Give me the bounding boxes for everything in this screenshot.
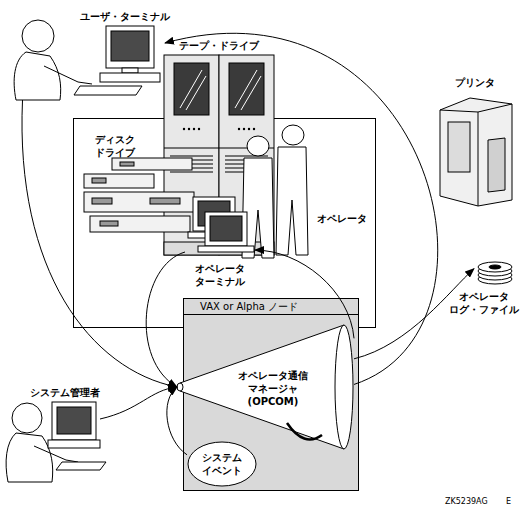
opcom-megaphone: オペレータ通信 マネージャ (OPCOM)	[177, 323, 354, 451]
user-computer	[106, 26, 154, 68]
node-label: VAX or Alpha ノード	[184, 300, 358, 315]
operator-computer	[188, 197, 254, 252]
user-terminal: ユーザ・ターミナル	[15, 5, 165, 100]
operator-node: オペレータ	[238, 122, 373, 260]
operator-person	[282, 125, 304, 145]
tape-drive	[188, 128, 190, 130]
figure-code: ZK5239AG	[445, 497, 488, 507]
manager-person	[12, 403, 42, 433]
disk-drive	[92, 198, 112, 204]
operator-log-file: オペレータ ログ・ファイル	[474, 260, 518, 318]
tape-drive	[183, 128, 255, 130]
log-tape-reel	[478, 262, 512, 272]
user-computer	[111, 31, 149, 61]
system-event-ellipse: システム イベント	[187, 441, 257, 487]
disk-drive-node: ディスク ドライブ	[80, 130, 198, 238]
disk-drive	[112, 158, 192, 170]
disk-drive	[92, 178, 106, 183]
flow-arrow	[100, 387, 177, 419]
ellipse-outline	[188, 442, 256, 486]
manager-computer	[56, 462, 106, 470]
log-tape-reel	[478, 262, 512, 284]
node-label: オペレータ	[312, 212, 372, 225]
node-label: システム イベント	[187, 451, 257, 477]
tape-drive	[248, 128, 250, 130]
flow-arrow	[146, 252, 185, 387]
operator-terminal: オペレータ ターミナル	[185, 195, 255, 290]
user-computer	[74, 26, 160, 95]
manager-computer	[48, 440, 100, 448]
disk-drive	[90, 216, 190, 232]
tape-drive	[193, 128, 195, 130]
manager-computer	[57, 407, 91, 434]
disk-drive	[84, 192, 194, 212]
system-manager: システム管理者	[5, 384, 100, 484]
log-tape-reel	[489, 265, 501, 269]
printer	[440, 98, 512, 206]
flow-arrow	[22, 100, 177, 387]
disk-drive	[84, 174, 154, 188]
printer	[440, 104, 512, 206]
manager-person	[6, 433, 53, 482]
user-computer	[100, 73, 160, 82]
operator-computer	[198, 246, 254, 252]
disk-drive	[120, 162, 134, 166]
megaphone-tip	[177, 383, 183, 391]
ellipse-shape	[187, 441, 257, 487]
user-computer	[74, 86, 142, 95]
user-computer	[122, 68, 138, 73]
printer	[440, 98, 512, 206]
printer-node: プリンタ	[430, 72, 520, 207]
megaphone-mouth	[335, 325, 353, 449]
user-person	[22, 20, 54, 52]
node-label: テープ・ドライブ	[163, 39, 275, 52]
tape-drive	[198, 128, 200, 130]
disk-drive	[84, 158, 194, 232]
tape-drive	[243, 128, 245, 130]
operator-person	[276, 147, 308, 255]
operator-computer	[205, 212, 247, 246]
tape-drive	[180, 70, 261, 110]
tape-drive-node: テープ・ドライブ	[163, 36, 275, 258]
manager-computer	[48, 402, 106, 470]
tape-drive	[238, 128, 240, 130]
megaphone-cone	[180, 325, 344, 449]
megaphone-handle	[287, 423, 322, 439]
user-person	[44, 66, 92, 84]
node-label: プリンタ	[430, 76, 520, 89]
node-label: ディスク ドライブ	[90, 133, 140, 159]
operator-computer	[210, 216, 242, 241]
figure-code: E	[506, 497, 511, 507]
user-person	[14, 52, 61, 100]
tape-drive	[253, 128, 255, 130]
manager-computer	[52, 402, 96, 440]
node-label: システム管理者	[30, 386, 100, 399]
node-label: ユーザ・ターミナル	[75, 10, 175, 23]
tape-drive	[183, 128, 185, 130]
printer	[448, 122, 470, 172]
vax-node-box: VAX or Alpha ノードオペレータ通信 マネージャ (OPCOM) システ…	[183, 298, 359, 491]
node-label: オペレータ ターミナル	[190, 262, 250, 288]
disk-drive	[150, 198, 180, 204]
operator-person	[242, 125, 308, 258]
operator-person	[247, 136, 269, 156]
disk-drive	[100, 221, 118, 226]
printer	[488, 138, 505, 192]
node-label: オペレータ ログ・ファイル	[446, 290, 522, 316]
node-label: オペレータ通信 マネージャ (OPCOM)	[223, 369, 323, 408]
